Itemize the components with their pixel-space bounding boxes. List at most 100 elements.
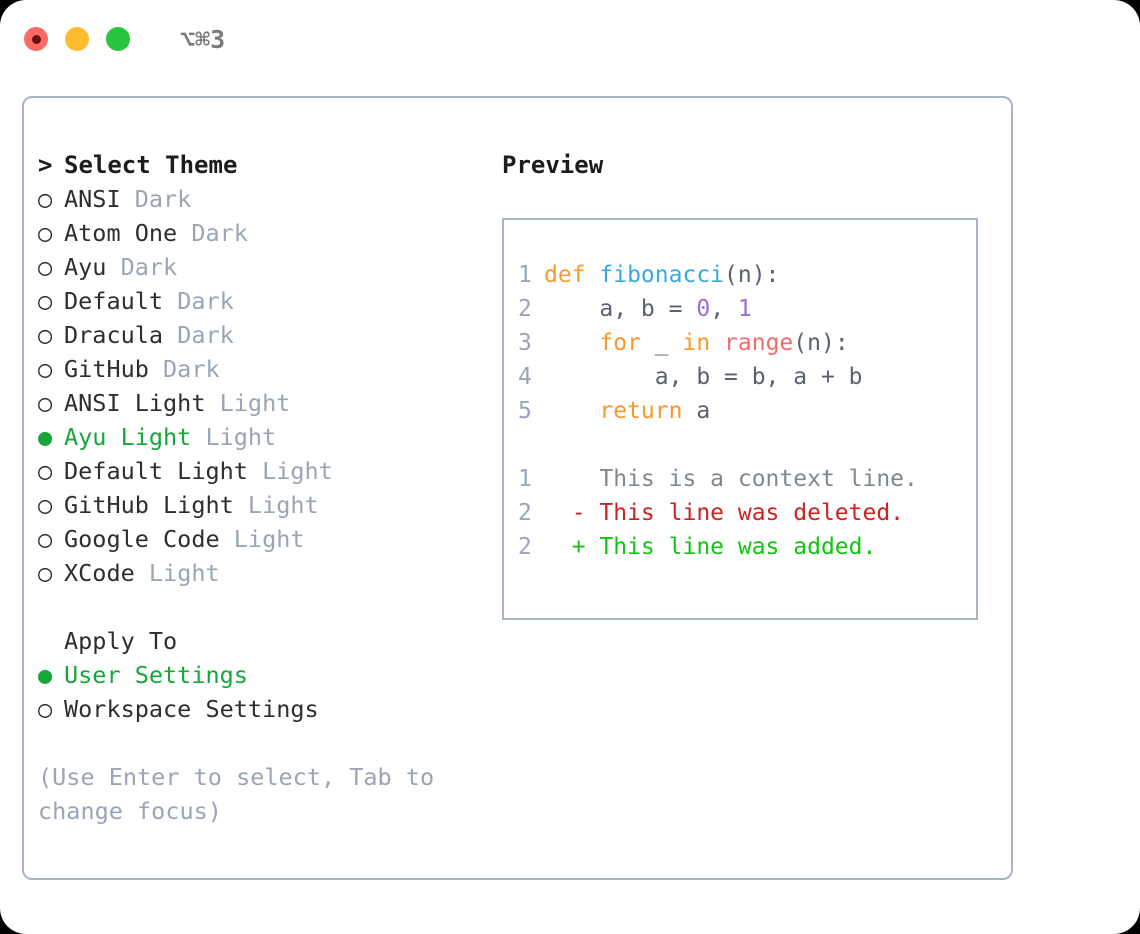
theme-option-variant: Light <box>134 559 220 587</box>
radio-unselected-icon: ○ <box>38 219 53 247</box>
window-titlebar: ⌥⌘3 <box>0 0 1140 78</box>
code-line-number: 2 <box>518 296 532 322</box>
radio-unselected-icon: ○ <box>38 525 53 553</box>
diff-line-number: 2 <box>518 500 532 526</box>
code-line-number: 5 <box>518 398 532 424</box>
diff-line-del: 2 - This line was deleted. <box>518 496 976 530</box>
code-token-plain: a, b = <box>544 296 697 322</box>
theme-option-xcode[interactable]: ○ XCode Light <box>38 556 488 590</box>
theme-list-header-label: Select Theme <box>64 151 238 179</box>
theme-option-label: Dracula <box>64 321 164 349</box>
theme-option-variant: Light <box>233 491 319 519</box>
theme-option-label: GitHub Light <box>64 491 234 519</box>
code-token-num: 1 <box>737 296 752 322</box>
zoom-window-icon[interactable] <box>106 27 130 51</box>
theme-option-label: Atom One <box>64 219 178 247</box>
radio-unselected-icon: ○ <box>38 185 53 213</box>
radio-unselected-icon: ○ <box>38 491 53 519</box>
diff-line-add: 2 + This line was added. <box>518 530 976 564</box>
theme-option-label: Default Light <box>64 457 248 485</box>
theme-list: ○ANSI Dark○Atom One Dark○Ayu Dark○Defaul… <box>38 182 488 590</box>
theme-option-label: Ayu <box>64 253 107 281</box>
code-line-number: 4 <box>518 364 532 390</box>
theme-option-label: GitHub <box>64 355 149 383</box>
diff-line-number: 1 <box>518 466 532 492</box>
theme-option-ansi[interactable]: ○ ANSI Dark <box>38 182 488 216</box>
theme-option-google-code[interactable]: ○ Google Code Light <box>38 522 488 556</box>
radio-unselected-icon: ○ <box>38 321 53 349</box>
diff-line-number: 2 <box>518 534 532 560</box>
apply-to-option-label: Workspace Settings <box>64 695 319 723</box>
theme-option-default[interactable]: ○Default Dark <box>38 284 488 318</box>
code-token-plain: (n): <box>724 262 780 288</box>
diff-line-text: - This line was deleted. <box>544 500 905 526</box>
radio-unselected-icon: ○ <box>38 559 53 587</box>
theme-option-default-light[interactable]: ○ Default Light Light <box>38 454 488 488</box>
minimize-window-icon[interactable] <box>65 27 89 51</box>
diff-line-text: This is a context line. <box>544 466 918 492</box>
theme-option-dracula[interactable]: ○ Dracula Dark <box>38 318 488 352</box>
code-token-num: 0 <box>696 296 711 322</box>
apply-to-option-workspace-settings[interactable]: ○Workspace Settings <box>38 692 488 726</box>
apply-to-list: ●User Settings○Workspace Settings <box>38 658 488 726</box>
diff-sample: 1 This is a context line.2 - This line w… <box>518 462 976 564</box>
radio-unselected-icon: ○ <box>38 253 53 281</box>
code-token-plain: a <box>682 398 711 424</box>
theme-option-ayu-light[interactable]: ●Ayu Light Light <box>38 420 488 454</box>
theme-option-label: Google Code <box>64 525 220 553</box>
theme-option-variant: Dark <box>163 287 234 315</box>
radio-selected-icon: ● <box>38 423 53 451</box>
theme-option-label: Ayu Light <box>64 423 192 451</box>
theme-option-atom-one[interactable]: ○Atom One Dark <box>38 216 488 250</box>
code-token-plain <box>544 398 599 424</box>
theme-option-ayu[interactable]: ○ Ayu Dark <box>38 250 488 284</box>
close-window-icon[interactable] <box>24 27 48 51</box>
keyboard-shortcut-label: ⌥⌘3 <box>180 24 226 54</box>
apply-to-option-label: User Settings <box>64 661 248 689</box>
theme-option-variant: Dark <box>163 321 234 349</box>
theme-option-label: ANSI <box>64 185 121 213</box>
code-token-plain: a, b = b, a + b <box>544 364 863 390</box>
theme-option-label: ANSI Light <box>64 389 206 417</box>
theme-option-variant: Light <box>247 457 333 485</box>
code-token-builtin: range <box>724 330 794 356</box>
diff-line-text: + This line was added. <box>544 534 877 560</box>
theme-picker-panel: > Select Theme ○ ANSI Dark ○ Atom One Dark ○ A… <box>22 96 1013 880</box>
code-line: 4 a, b = b, a + b <box>518 360 976 394</box>
theme-option-variant: Dark <box>106 253 178 281</box>
code-token-fn: fibonacci <box>599 262 725 288</box>
theme-option-github-light[interactable]: ○ GitHub Light Light <box>38 488 488 522</box>
theme-option-github[interactable]: ○ GitHub Dark <box>38 352 488 386</box>
theme-option-label: XCode <box>64 559 135 587</box>
diff-line-ctx: 1 This is a context line. <box>518 462 976 496</box>
radio-unselected-icon: ○ <box>38 457 53 485</box>
code-token-plain: , <box>710 296 738 322</box>
code-line-number: 1 <box>518 262 532 288</box>
theme-option-variant: Light <box>219 525 305 553</box>
radio-unselected-icon: ○ <box>38 355 53 383</box>
code-line-number: 3 <box>518 330 532 356</box>
code-line: 2 a, b = 0, 1 <box>518 292 976 326</box>
prompt-caret-icon: > <box>38 151 53 179</box>
preview-gap <box>518 428 976 462</box>
apply-to-header: Apply To <box>64 627 178 655</box>
theme-list-header: > Select Theme <box>38 148 488 182</box>
code-line: 3 for _ in range(n): <box>518 326 976 360</box>
code-token-kw: in <box>682 330 711 356</box>
code-token-plain <box>710 330 724 356</box>
code-token-plain: (n): <box>793 330 849 356</box>
apply-to-option-user-settings[interactable]: ●User Settings <box>38 658 488 692</box>
code-token-kw: return <box>599 398 683 424</box>
code-token-plain: _ <box>640 330 683 356</box>
theme-option-ansi-light[interactable]: ○ANSI Light Light <box>38 386 488 420</box>
theme-option-variant: Dark <box>120 185 192 213</box>
code-token-plain <box>544 330 599 356</box>
theme-option-variant: Dark <box>148 355 220 383</box>
radio-unselected-icon: ○ <box>38 389 53 417</box>
traffic-lights <box>24 27 130 51</box>
